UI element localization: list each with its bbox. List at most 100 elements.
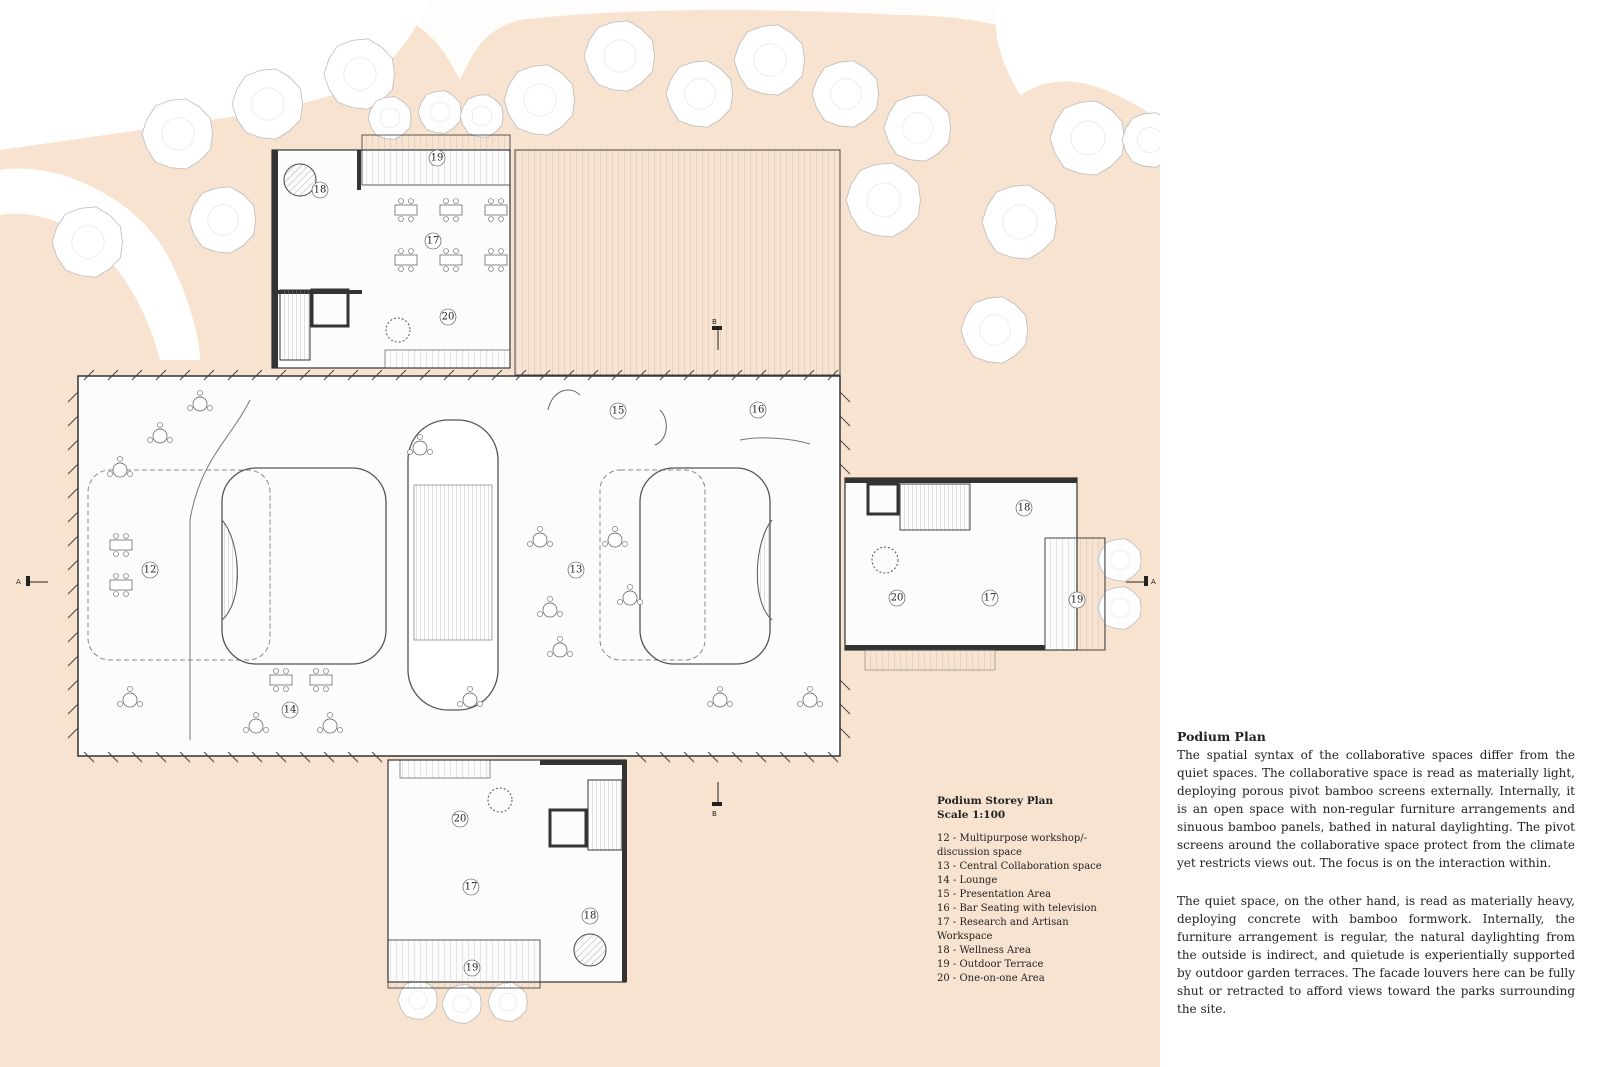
- pivot-screen-blade: [347, 369, 359, 381]
- svg-text:20: 20: [442, 312, 455, 323]
- room-label-17-south: 17: [462, 878, 480, 896]
- description-paragraph: The spatial syntax of the collaborative …: [1177, 748, 1575, 870]
- legend-item: 17 - Research and Artisan Workspace: [937, 917, 1069, 942]
- room-label-16: 16: [749, 401, 767, 419]
- room-label-17-north: 17: [424, 232, 442, 250]
- room-label-19-north: 19: [428, 149, 446, 167]
- svg-text:18: 18: [314, 185, 327, 196]
- pivot-screen-blade: [179, 369, 191, 381]
- pivot-screen-blade: [347, 751, 359, 763]
- pivot-screen-blade: [107, 369, 119, 381]
- tree: [1121, 112, 1160, 168]
- desk: [439, 198, 463, 222]
- round-table: [187, 390, 213, 412]
- legend-item: 18 - Wellness Area: [937, 945, 1031, 956]
- pivot-screen-blade: [731, 369, 743, 381]
- pivot-screen-blade: [443, 369, 455, 381]
- round-table: [107, 456, 133, 478]
- pivot-screen-blade: [659, 369, 671, 381]
- round-table: [707, 686, 733, 708]
- pivot-screen-blade: [67, 535, 79, 547]
- tree: [733, 24, 805, 96]
- pivot-screen-blade: [251, 369, 263, 381]
- svg-text:14: 14: [284, 705, 297, 716]
- pivot-screen-blade: [827, 369, 839, 381]
- pivot-screen-blade: [323, 751, 335, 763]
- tree: [883, 94, 952, 162]
- pivot-screen-blade: [275, 369, 287, 381]
- pivot-screen-blade: [539, 369, 551, 381]
- pivot-screen-blade: [803, 369, 815, 381]
- tree: [188, 186, 257, 254]
- room-label-18-south: 18: [581, 907, 599, 925]
- pivot-screen-blade: [839, 679, 851, 691]
- legend-item: 13 - Central Collaboration space: [937, 861, 1102, 872]
- pivot-screen-blade: [635, 369, 647, 381]
- round-table: [147, 422, 173, 444]
- podium-floor-plan: 12 13 14 15 16 17 17 17 18 18 18 19 19 1…: [0, 0, 1160, 1067]
- legend-item: 16 - Bar Seating with television: [937, 903, 1097, 914]
- tree: [981, 184, 1057, 260]
- round-table: [407, 434, 433, 456]
- pivot-screen-blade: [635, 751, 647, 763]
- pivot-screen-blade: [839, 415, 851, 427]
- pivot-screen-blade: [371, 751, 383, 763]
- tree: [583, 20, 655, 92]
- north-pergola: [514, 149, 841, 376]
- pivot-screen-blade: [707, 751, 719, 763]
- section-marker-a-west: A: [16, 576, 48, 586]
- svg-text:12: 12: [144, 565, 157, 576]
- pivot-screen-blade: [395, 369, 407, 381]
- legend-title: Podium Storey Plan: [937, 795, 1054, 807]
- pivot-screen-blade: [83, 751, 95, 763]
- pivot-screen-blade: [731, 751, 743, 763]
- description-panel: Podium Plan The spatial syntax of the co…: [1177, 729, 1575, 1038]
- pivot-screen-blade: [155, 369, 167, 381]
- room-labels: 12 13 14 15 16 17 17 17 18 18 18 19 19 1…: [141, 149, 1086, 977]
- pivot-screen-blade: [203, 751, 215, 763]
- room-label-15: 15: [609, 402, 627, 420]
- pivot-screen-blade: [299, 751, 311, 763]
- pivot-screen-blade: [839, 391, 851, 403]
- svg-text:17: 17: [984, 593, 997, 604]
- north-quiet-block: [271, 134, 511, 369]
- pivot-screen-blade: [67, 487, 79, 499]
- tree: [811, 60, 880, 128]
- tree: [665, 60, 734, 128]
- svg-text:A: A: [1151, 578, 1156, 586]
- pivot-screen-blade: [839, 703, 851, 715]
- room-label-18-north: 18: [311, 181, 329, 199]
- pivot-screen-blade: [419, 369, 431, 381]
- pivot-screen-blade: [587, 369, 599, 381]
- section-marker-a-east: A: [1126, 576, 1156, 586]
- round-table: [797, 686, 823, 708]
- round-table: [117, 686, 143, 708]
- room-label-12: 12: [141, 561, 159, 579]
- svg-text:20: 20: [454, 814, 467, 825]
- room-label-20-east: 20: [888, 589, 906, 607]
- pivot-screen-blade: [515, 369, 527, 381]
- east-quiet-block: [844, 477, 1106, 671]
- room-label-20-south: 20: [451, 810, 469, 828]
- desk: [484, 198, 508, 222]
- pivot-screen-blade: [779, 369, 791, 381]
- pivot-screen-blade: [371, 369, 383, 381]
- pivot-screen-blade: [67, 559, 79, 571]
- round-table: [317, 712, 343, 734]
- legend-item: 15 - Presentation Area: [937, 889, 1052, 900]
- pivot-screen-blade: [683, 751, 695, 763]
- pivot-screen-blade: [839, 727, 851, 739]
- pivot-screen-blade: [203, 369, 215, 381]
- svg-text:20: 20: [891, 593, 904, 604]
- round-table: [602, 526, 628, 548]
- room-label-19-south: 19: [463, 959, 481, 977]
- section-marker-b-south: B: [712, 782, 722, 818]
- pivot-screen-blade: [67, 727, 79, 739]
- pivot-screen-blade: [839, 463, 851, 475]
- legend-item: 12 - Multipurpose workshop/-discussion s…: [937, 833, 1087, 858]
- room-label-14: 14: [281, 701, 299, 719]
- pivot-screen-blade: [707, 369, 719, 381]
- pivot-screen-blade: [491, 369, 503, 381]
- pivot-screen-blade: [611, 369, 623, 381]
- room-label-19-east: 19: [1068, 591, 1086, 609]
